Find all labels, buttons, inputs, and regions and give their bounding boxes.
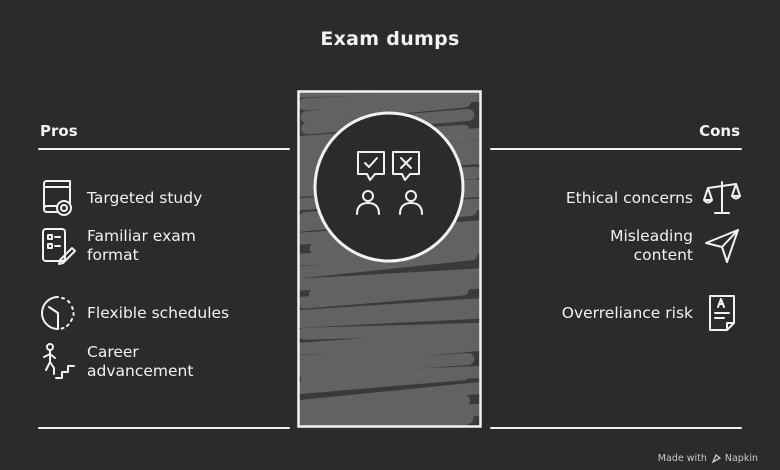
scales-icon xyxy=(702,176,742,220)
graded-paper-icon xyxy=(702,291,742,335)
checklist-pencil-icon xyxy=(38,224,78,268)
made-with-napkin: Made with Napkin xyxy=(658,453,758,464)
napkin-logo-icon xyxy=(711,453,722,464)
pros-heading: Pros xyxy=(40,122,78,140)
pro-item-label: Flexible schedules xyxy=(87,303,230,322)
cons-bottom-rule xyxy=(490,427,742,429)
send-arrow-icon xyxy=(702,224,742,268)
cons-top-rule xyxy=(490,148,742,150)
book-target-icon xyxy=(38,176,78,220)
clock-icon xyxy=(38,291,78,335)
con-item-label: Overreliance risk xyxy=(561,303,693,322)
pro-item: Targeted study xyxy=(38,176,202,220)
con-item-label: Ethical concerns xyxy=(565,188,693,207)
diagram-title: Exam dumps xyxy=(320,28,460,50)
pros-bottom-rule xyxy=(38,427,290,429)
con-item: Ethical concerns xyxy=(566,176,742,220)
footer-brand: Napkin xyxy=(724,453,758,464)
cons-heading: Cons xyxy=(699,122,740,140)
con-item: Overreliance risk xyxy=(562,291,742,335)
check-cross-chat-people-icon xyxy=(356,151,423,215)
person-stairs-icon xyxy=(38,340,78,384)
pro-item-label: Targeted study xyxy=(87,188,203,207)
pro-item: Flexible schedules xyxy=(38,291,229,335)
pros-top-rule xyxy=(38,148,290,150)
center-panel xyxy=(297,90,482,428)
footer-text: Made with xyxy=(657,453,707,464)
